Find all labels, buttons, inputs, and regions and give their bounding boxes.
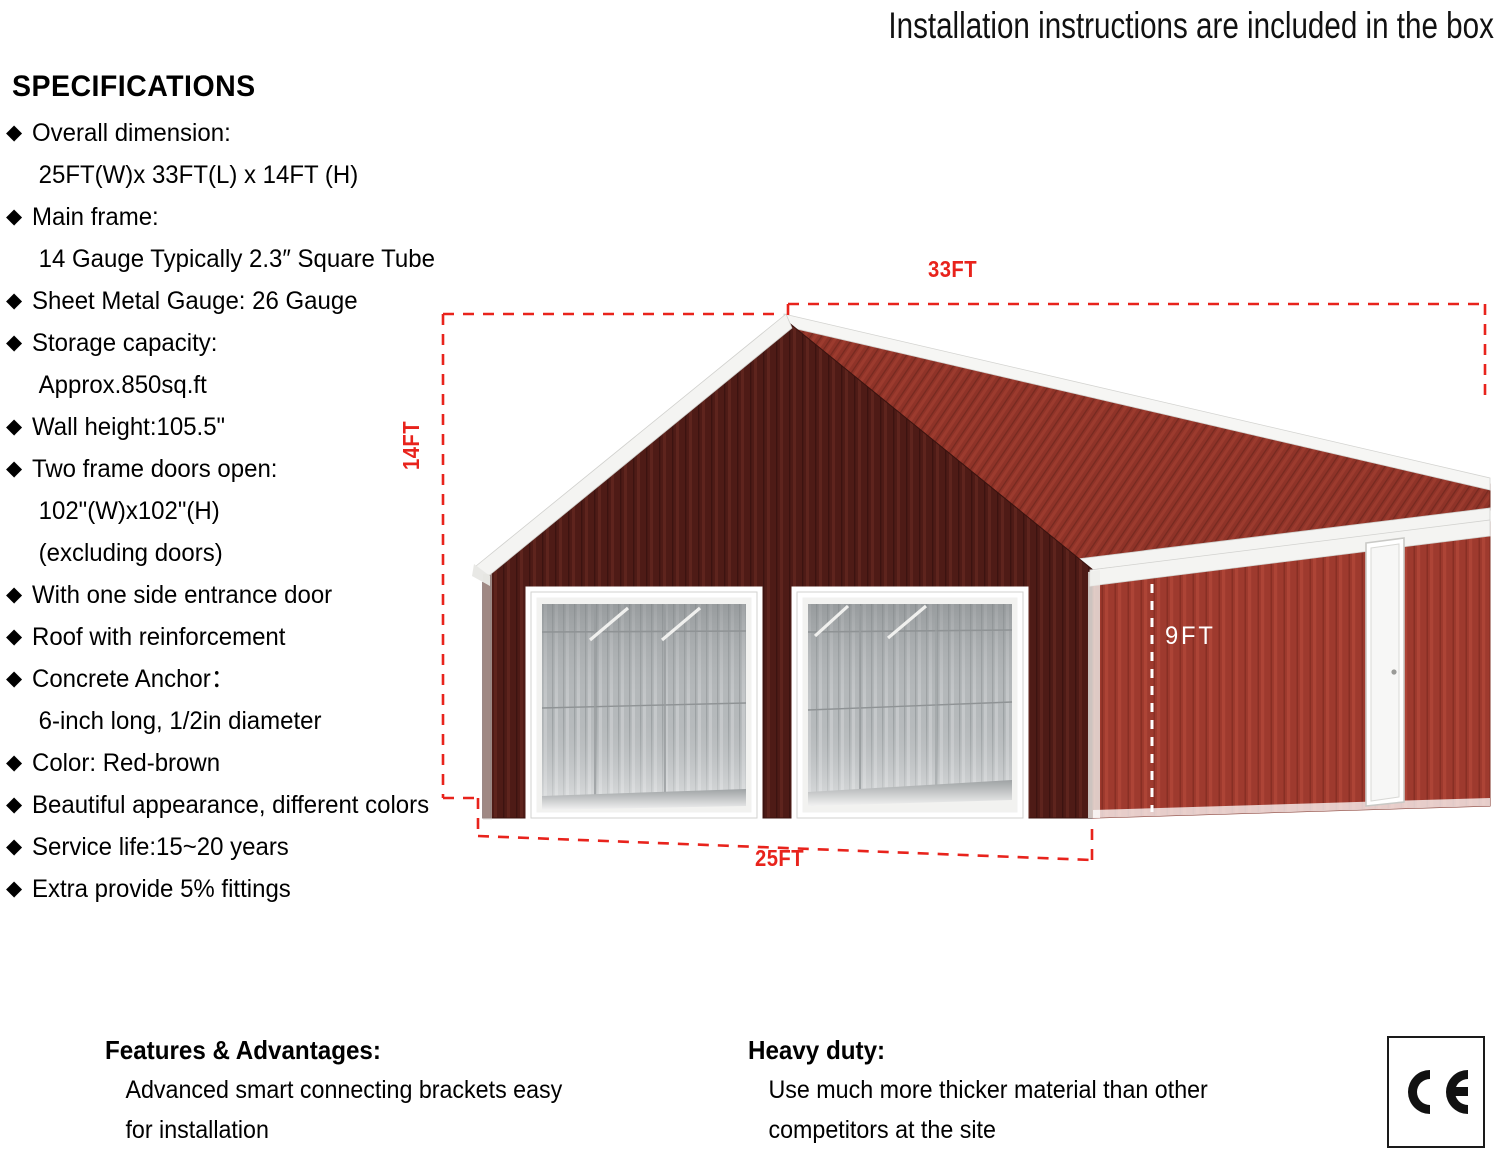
heavy-duty-block: Heavy duty: Use much more thicker materi… [748,1030,1358,1150]
diamond-bullet-icon: ◆ [6,583,23,606]
spec-label: Extra provide 5% fittings [32,875,291,903]
specifications-list: ◆ Overall dimension: 25FT(W)x 33FT(L) x … [6,112,486,910]
spec-label: Storage capacity: [32,329,218,357]
spec-item: ◆ Extra provide 5% fittings [6,868,486,910]
specifications-panel: SPECIFICATIONS ◆ Overall dimension: 25FT… [6,70,486,910]
spec-item: ◆ Two frame doors open: 102"(W)x102"(H) … [6,448,486,574]
features-advantages-line: Advanced smart connecting brackets easy [125,1076,563,1104]
spec-subline: Approx.850sq.ft [38,371,207,399]
diamond-bullet-icon: ◆ [6,415,23,438]
diamond-bullet-icon: ◆ [6,751,23,774]
heavy-duty-line: Use much more thicker material than othe… [768,1076,1208,1104]
heavy-duty-title: Heavy duty: [748,1035,886,1065]
diamond-bullet-icon: ◆ [6,835,23,858]
spec-item: ◆ With one side entrance door [6,574,486,616]
spec-label: Wall height:105.5" [32,413,226,441]
diamond-bullet-icon: ◆ [6,331,23,354]
spec-subline: 102"(W)x102"(H) [38,497,220,525]
diamond-bullet-icon: ◆ [6,667,23,690]
dimension-label-width: 25FT [755,845,805,871]
diamond-bullet-icon: ◆ [6,877,23,900]
diamond-bullet-icon: ◆ [6,205,23,228]
spec-label: Color: Red-brown [32,749,221,777]
spec-label: Sheet Metal Gauge: 26 Gauge [32,287,358,315]
spec-label: Service life:15~20 years [32,833,289,861]
spec-item: ◆ Sheet Metal Gauge: 26 Gauge [6,280,486,322]
diamond-bullet-icon: ◆ [6,625,23,648]
heavy-duty-line: competitors at the site [768,1116,996,1144]
ce-mark-badge [1387,1036,1485,1148]
spec-label: Beautiful appearance, different colors [32,791,430,819]
garage-drawing [441,302,1491,862]
ce-logo-icon [1408,1070,1468,1114]
diamond-bullet-icon: ◆ [6,289,23,312]
features-advantages-line: for installation [125,1116,269,1144]
diamond-bullet-icon: ◆ [6,457,23,480]
dimension-label-wall-height: 9FT [1165,622,1216,650]
spec-label: Concrete Anchor： [32,665,235,693]
spec-label: With one side entrance door [32,581,333,609]
spec-item: ◆ Storage capacity: Approx.850sq.ft [6,322,486,406]
header-banner: Installation instructions are included i… [0,0,1500,52]
spec-label: Main frame: [32,203,159,231]
spec-item: ◆ Beautiful appearance, different colors [6,784,486,826]
specifications-heading: SPECIFICATIONS [12,70,256,103]
features-advantages-block: Features & Advantages: Advanced smart co… [105,1030,705,1150]
spec-subline: 25FT(W)x 33FT(L) x 14FT (H) [38,161,359,189]
spec-subline: (excluding doors) [38,539,223,567]
spec-item: ◆ Overall dimension: 25FT(W)x 33FT(L) x … [6,112,486,196]
features-advantages-title: Features & Advantages: [105,1035,381,1065]
spec-subline: 14 Gauge Typically 2.3″ Square Tube [38,245,435,273]
dimension-label-length: 33FT [928,256,978,282]
spec-subline: 6-inch long, 1/2in diameter [38,707,322,735]
page-title: Installation instructions are included i… [888,5,1494,46]
building-illustration: 33FT 25FT 14FT 9FT [390,240,1500,900]
spec-item: ◆ Service life:15~20 years [6,826,486,868]
spec-item: ◆ Concrete Anchor： 6-inch long, 1/2in di… [6,658,486,742]
diamond-bullet-icon: ◆ [6,793,23,816]
dimension-lines [441,302,1487,862]
spec-label: Overall dimension: [32,119,231,147]
spec-item: ◆ Roof with reinforcement [6,616,486,658]
spec-label: Two frame doors open: [32,455,278,483]
spec-label: Roof with reinforcement [32,623,286,651]
spec-item: ◆ Main frame: 14 Gauge Typically 2.3″ Sq… [6,196,486,280]
dimension-label-height: 14FT [398,420,424,470]
spec-item: ◆ Wall height:105.5" [6,406,486,448]
diamond-bullet-icon: ◆ [6,121,23,144]
spec-item: ◆ Color: Red-brown [6,742,486,784]
